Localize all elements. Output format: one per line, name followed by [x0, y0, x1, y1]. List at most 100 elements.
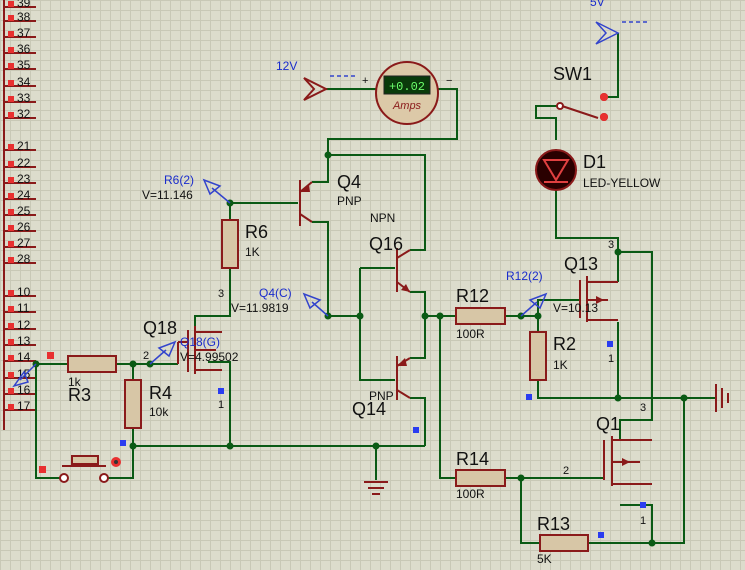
- state-markers: [39, 341, 646, 538]
- connector-pin-label: 21: [17, 139, 31, 153]
- connector-pin-state: [8, 80, 14, 86]
- connector-pin-label: 34: [17, 75, 31, 89]
- r13-label: R13: [537, 514, 570, 534]
- resistor-r2[interactable]: R2 1K: [529, 331, 576, 381]
- connector-pin-label: 23: [17, 172, 31, 186]
- r6-value: 1K: [245, 245, 260, 259]
- connector-pin-label: 12: [17, 318, 31, 332]
- supply-5v-label: 5V: [590, 0, 605, 9]
- ammeter[interactable]: +0.02 Amps + −: [362, 61, 452, 125]
- mosfet-q18[interactable]: Q18 2 1 3: [143, 288, 224, 411]
- q1-label: Q1: [596, 414, 620, 434]
- connector-pin-label: 22: [17, 156, 31, 170]
- resistor-r3[interactable]: 1k R3: [67, 355, 117, 405]
- resistor-r13[interactable]: R13 5K: [537, 514, 589, 566]
- q16-label: Q16: [369, 234, 403, 254]
- d1-type: LED-YELLOW: [583, 176, 661, 190]
- q4-type: PNP: [337, 194, 362, 208]
- connector-pin-state: [8, 290, 14, 296]
- connector-pin-label: 26: [17, 220, 31, 234]
- resistor-r4[interactable]: R4 10k: [124, 379, 172, 429]
- q13-pin-top: 3: [608, 239, 614, 251]
- q4-label: Q4: [337, 172, 361, 192]
- transistor-q4[interactable]: Q4 PNP: [299, 172, 362, 226]
- r4-value: 10k: [149, 405, 169, 419]
- supply-12v-label: 12V: [276, 59, 297, 73]
- switch-sw1[interactable]: SW1: [553, 64, 608, 121]
- ammeter-unit: Amps: [392, 100, 422, 112]
- connector-pin-label: 17: [17, 399, 31, 413]
- connector-header: 3938373635343332212223242526272810111213…: [3, 0, 36, 430]
- transistor-q14[interactable]: PNP Q14: [352, 356, 411, 419]
- connector-pin-state: [8, 404, 14, 410]
- probe-q18g[interactable]: Q18(G) V=4.99502: [149, 335, 239, 365]
- connector-pin-label: 39: [17, 0, 31, 10]
- probe-r12-name: R12(2): [506, 269, 543, 283]
- mosfet-q1[interactable]: Q1 3 2 1: [563, 402, 652, 527]
- connector-pin-state: [8, 112, 14, 118]
- connector-pin-state: [8, 96, 14, 102]
- q14-type: PNP: [369, 389, 394, 403]
- probe-q18g-name: Q18(G): [180, 335, 220, 349]
- connector-pin-state: [8, 31, 14, 37]
- q1-pin-top: 3: [640, 402, 646, 414]
- probe-r6[interactable]: R6(2) V=11.146: [142, 173, 231, 204]
- resistor-r14[interactable]: R14 100R: [455, 449, 506, 501]
- connector-pin-state: [8, 372, 14, 378]
- r2-label: R2: [553, 334, 576, 354]
- connector-pin-state: [8, 306, 14, 312]
- connector-pin-label: 24: [17, 188, 31, 202]
- connector-pin-label: 38: [17, 10, 31, 24]
- connector-pin-state: [8, 144, 14, 150]
- connector-pin-state: [8, 355, 14, 361]
- r3-label: R3: [68, 385, 91, 405]
- connector-pin-state: [8, 339, 14, 345]
- connector-pin-state: [8, 388, 14, 394]
- resistor-r12[interactable]: R12 100R: [455, 286, 506, 341]
- probe-r12[interactable]: R12(2) V=10.13: [506, 269, 598, 317]
- r6-label: R6: [245, 222, 268, 242]
- connector-pin-label: 16: [17, 383, 31, 397]
- supply-12v[interactable]: 12V: [276, 59, 358, 101]
- mosfet-q13[interactable]: Q13 3 1: [564, 239, 618, 365]
- r2-value: 1K: [553, 358, 568, 372]
- ammeter-minus: −: [446, 75, 452, 87]
- connector-pin-state: [8, 193, 14, 199]
- r4-label: R4: [149, 383, 172, 403]
- connector-pin-label: 32: [17, 107, 31, 121]
- probe-r6-name: R6(2): [164, 173, 194, 187]
- connector-pin-state: [8, 63, 14, 69]
- connector-pin-label: 36: [17, 42, 31, 56]
- sw1-label: SW1: [553, 64, 592, 84]
- wires: [35, 33, 716, 544]
- transistor-q16[interactable]: Q16 NPN: [369, 211, 411, 293]
- connector-pin-label: 13: [17, 334, 31, 348]
- connector-pin-state: [8, 15, 14, 21]
- d1-label: D1: [583, 152, 606, 172]
- supply-5v[interactable]: 5V: [590, 0, 650, 45]
- r12-label: R12: [456, 286, 489, 306]
- connector-pin-label: 10: [17, 285, 31, 299]
- r13-value: 5K: [537, 552, 552, 566]
- resistor-r6[interactable]: R6 1K: [221, 219, 268, 269]
- led-d1[interactable]: D1 LED-YELLOW: [535, 149, 661, 191]
- q1-pin-left: 2: [563, 465, 569, 477]
- connector-pin-label: 14: [17, 350, 31, 364]
- connector-pin-label: 37: [17, 26, 31, 40]
- connector-pin-label: 25: [17, 204, 31, 218]
- ammeter-reading: +0.02: [389, 80, 425, 94]
- push-button[interactable]: [59, 455, 121, 483]
- ground-symbol-bottom: [364, 481, 388, 495]
- probe-input[interactable]: [12, 363, 37, 388]
- connector-pin-state: [8, 323, 14, 329]
- connector-pin-state: [8, 209, 14, 215]
- r14-label: R14: [456, 449, 489, 469]
- connector-pin-label: 33: [17, 91, 31, 105]
- connector-pin-state: [8, 257, 14, 263]
- q13-label: Q13: [564, 254, 598, 274]
- probe-q4c[interactable]: Q4(C) V=11.9819: [231, 286, 329, 317]
- connector-pin-state: [8, 177, 14, 183]
- probe-q4c-name: Q4(C): [259, 286, 292, 300]
- q16-type: NPN: [370, 211, 395, 225]
